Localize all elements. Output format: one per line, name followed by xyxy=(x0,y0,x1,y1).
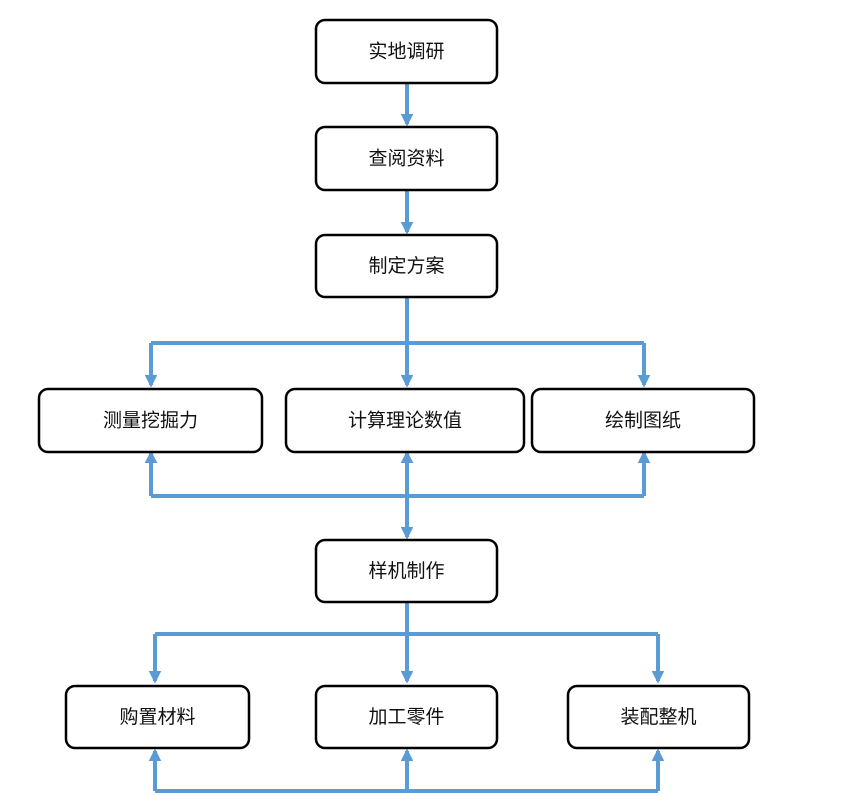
node-drawing: 绘制图纸 xyxy=(530,387,756,454)
node-measure-label: 测量挖掘力 xyxy=(103,410,198,432)
node-plan: 制定方案 xyxy=(314,233,499,299)
node-calculate-label: 计算理论数值 xyxy=(348,410,462,432)
node-research: 查阅资料 xyxy=(314,125,499,192)
node-machining: 加工零件 xyxy=(314,684,499,750)
node-survey: 实地调研 xyxy=(314,18,499,85)
node-drawing-label: 绘制图纸 xyxy=(605,410,681,432)
node-purchase-label: 购置材料 xyxy=(119,706,195,728)
node-machining-label: 加工零件 xyxy=(368,706,444,728)
node-purchase: 购置材料 xyxy=(64,684,251,750)
connectors xyxy=(144,83,665,793)
node-assembly-label: 装配整机 xyxy=(620,706,696,728)
node-research-label: 查阅资料 xyxy=(368,148,444,170)
node-plan-label: 制定方案 xyxy=(368,255,444,277)
node-survey-label: 实地调研 xyxy=(368,41,444,63)
node-measure: 测量挖掘力 xyxy=(37,387,264,454)
node-prototype: 样机制作 xyxy=(314,538,499,604)
node-assembly: 装配整机 xyxy=(566,684,751,750)
node-prototype-label: 样机制作 xyxy=(368,560,444,582)
node-calculate: 计算理论数值 xyxy=(284,387,526,454)
